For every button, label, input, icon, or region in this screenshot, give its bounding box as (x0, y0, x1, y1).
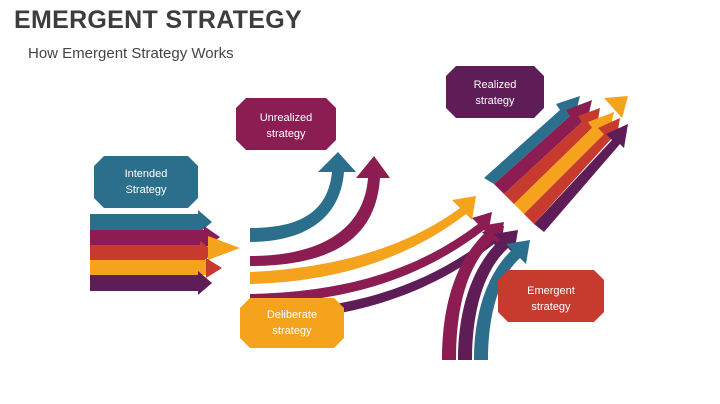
intended-band-red (90, 245, 202, 260)
intended-arrowhead-blue (198, 210, 212, 234)
realized-band-red (504, 108, 600, 204)
unrealized-strategy-label: Unrealized strategy (236, 98, 336, 150)
realized-label-line2: strategy (475, 95, 515, 107)
emergent-arrow-purple (458, 230, 518, 360)
unrealized-arrows (250, 152, 390, 266)
deliberate-band-magenta (250, 212, 492, 304)
emergent-arrows (442, 222, 530, 360)
intended-band-orange (90, 260, 210, 275)
realized-band-magenta (494, 100, 592, 194)
unrealized-label-line1: Unrealized (260, 112, 313, 124)
intended-band-magenta (90, 230, 208, 245)
intended-arrowhead-purple (198, 271, 212, 295)
slide-title: EMERGENT STRATEGY (14, 6, 302, 34)
emergent-label-line1: Emergent (527, 285, 575, 297)
realized-arrows (484, 96, 628, 232)
deliberate-band-orange (250, 196, 476, 284)
intended-label-line2: Strategy (126, 184, 167, 196)
intended-label-line1: Intended (125, 168, 168, 180)
unrealized-arrow-blue (250, 152, 356, 242)
emergent-arrow-blue (474, 240, 530, 360)
realized-band-blue (484, 96, 580, 184)
unrealized-arrow-magenta (250, 156, 390, 266)
intended-arrowhead-red (200, 241, 214, 264)
emergent-strategy-label: Emergent strategy (498, 270, 604, 322)
deliberate-label-line1: Deliberate (267, 309, 317, 321)
realized-label-line1: Realized (474, 79, 517, 91)
slide-subtitle: How Emergent Strategy Works (28, 45, 234, 62)
realized-band-purple (534, 124, 628, 232)
intended-arrowhead-small-red (206, 258, 222, 278)
deliberate-label-line2: strategy (272, 325, 312, 337)
realized-band-orange (514, 112, 614, 214)
emergent-arrow-magenta (442, 222, 504, 360)
realized-arrowhead-orange-top (604, 96, 628, 118)
intended-strategy-label: Intended Strategy (94, 156, 198, 208)
emergent-label-line2: strategy (531, 301, 571, 313)
realized-band-red-2 (524, 118, 620, 224)
unrealized-label-line2: strategy (266, 128, 306, 140)
realized-strategy-label: Realized strategy (446, 66, 544, 118)
intended-band-purple (90, 275, 200, 291)
deliberate-strategy-label: Deliberate strategy (240, 298, 344, 348)
intended-band-blue (90, 214, 200, 230)
intended-arrowhead-orange (208, 236, 240, 260)
intended-arrow-bundle (90, 210, 240, 295)
